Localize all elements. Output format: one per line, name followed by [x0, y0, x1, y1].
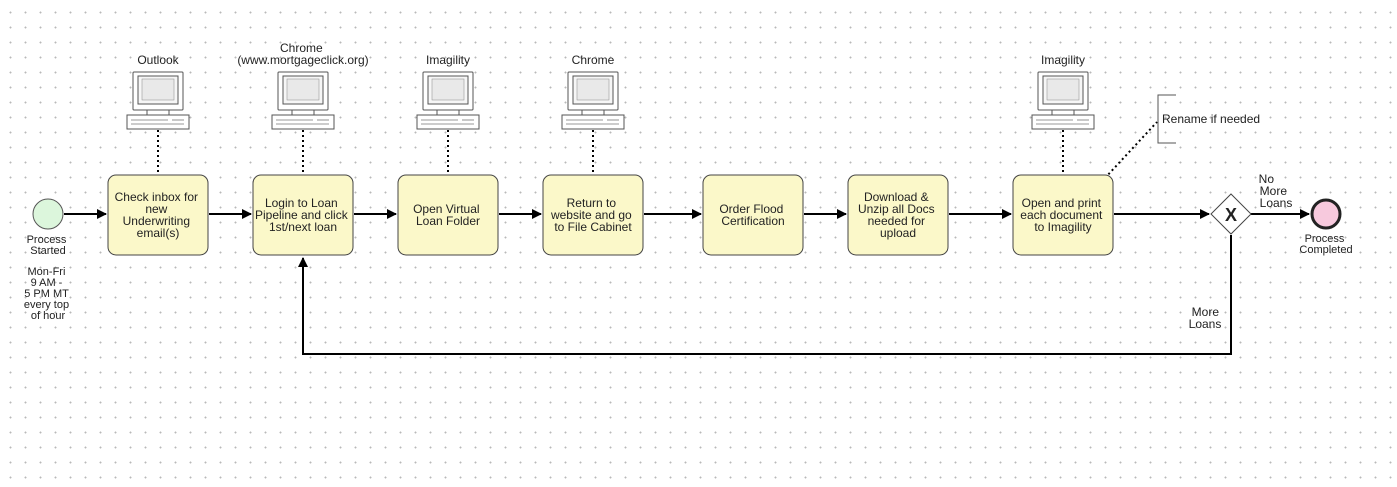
- start-schedule-note: Mon-Fri 9 AM - 5 PM MT every top of hour: [24, 266, 72, 322]
- exclusive-gateway-icon: X: [1225, 205, 1237, 225]
- start-label-line: Process: [27, 234, 67, 246]
- sequence-flows: [64, 209, 1310, 355]
- system-label: Chrome: [280, 41, 323, 55]
- schedule-line: every top: [24, 299, 69, 311]
- task-label-line: Check inbox for: [115, 190, 198, 204]
- start-event[interactable]: Process Started Mon-Fri 9 AM - 5 PM MT e…: [24, 198, 72, 322]
- computer-icon: [561, 71, 625, 130]
- system-chrome[interactable]: Chrome: [561, 53, 625, 130]
- svg-text:Outlook: Outlook: [137, 53, 179, 67]
- svg-text:Order Flood Certificatio: Order Flood Certification: [719, 202, 786, 228]
- start-event-label: Process Started: [27, 234, 70, 257]
- annotation-rename[interactable]: Rename if needed: [1157, 94, 1260, 144]
- system-label: Imagility: [1041, 53, 1085, 67]
- svg-text:Imagility: Imagility: [426, 53, 470, 67]
- computer-icon: [1031, 71, 1095, 130]
- schedule-line: Mon-Fri: [28, 266, 66, 278]
- gateway-no-branch-label: No More Loans: [1259, 172, 1293, 210]
- start-label-line: Started: [30, 245, 65, 257]
- task-download-unzip-docs[interactable]: Download & Unzip all Docs needed for upl…: [847, 174, 949, 256]
- task-return-to-website[interactable]: Return to website and go to File Cabinet: [542, 174, 644, 256]
- system-chrome-mortgageclick[interactable]: Chrome (www.mortgageclick.org): [237, 41, 369, 130]
- svg-text:Imagility: Imagility: [1041, 53, 1085, 67]
- task-label-line: Open Virtual: [413, 202, 480, 216]
- computer-icon: [271, 71, 335, 130]
- svg-text:Login to Loan Pipeline a: Login to Loan Pipeline and click 1st/nex…: [255, 196, 351, 234]
- task-label-line: new: [145, 202, 167, 216]
- task-label-line: website and go: [550, 208, 632, 222]
- schedule-line: 9 AM -: [31, 277, 63, 289]
- svg-text:Return to website and go: Return to website and go to File Cabinet: [550, 196, 635, 234]
- svg-text:Chrome (www.mortgageclic: Chrome (www.mortgageclick.org): [237, 41, 368, 67]
- exclusive-gateway[interactable]: X No More Loans More Loans: [1189, 172, 1293, 331]
- system-outlook[interactable]: Outlook: [126, 53, 190, 130]
- system-url: (www.mortgageclick.org): [237, 53, 368, 67]
- task-open-print-documents[interactable]: Open and print each document to Imagilit…: [1012, 174, 1114, 256]
- task-open-virtual-loan-folder[interactable]: Open Virtual Loan Folder: [397, 174, 499, 256]
- task-label-line: Open and print: [1022, 196, 1102, 210]
- annotation-text: Rename if needed: [1162, 112, 1260, 126]
- branch-label-line: More: [1260, 184, 1288, 198]
- task-label-line: Certification: [721, 214, 784, 228]
- schedule-line: of hour: [31, 310, 66, 322]
- task-label-line: Return to: [567, 196, 617, 210]
- task-label-line: email(s): [137, 226, 180, 240]
- task-label-line: Login to Loan: [265, 196, 338, 210]
- task-label-line: each document: [1020, 208, 1103, 222]
- svg-text:Check inbox for new: Check inbox for new Underwriting email(s…: [115, 190, 202, 240]
- task-login-loan-pipeline[interactable]: Login to Loan Pipeline and click 1st/nex…: [252, 174, 354, 256]
- system-imagility[interactable]: Imagility: [416, 53, 480, 130]
- task-label-line: Download &: [864, 190, 929, 204]
- task-check-inbox[interactable]: Check inbox for new Underwriting email(s…: [107, 174, 209, 256]
- branch-label-line: No: [1259, 172, 1275, 186]
- branch-label-line: Loans: [1189, 317, 1222, 331]
- task-label-line: Underwriting: [123, 214, 190, 228]
- end-event[interactable]: Process Completed: [1299, 198, 1353, 256]
- task-order-flood-certification[interactable]: Order Flood Certification: [702, 174, 804, 256]
- svg-text:Open Virtual Loan Folder: Open Virtual Loan Folder: [413, 202, 483, 228]
- system-label: Outlook: [137, 53, 179, 67]
- system-imagility-print[interactable]: Imagility: [1031, 53, 1095, 130]
- gateway-more-loans-label: More Loans: [1189, 305, 1223, 331]
- svg-text:Chrome: Chrome: [572, 53, 615, 67]
- task-label-line: to Imagility: [1034, 220, 1091, 234]
- task-label-line: Unzip all Docs: [858, 202, 935, 216]
- computer-icon: [416, 71, 480, 130]
- task-label-line: Pipeline and click: [255, 208, 349, 222]
- end-label-line: Completed: [1299, 244, 1352, 256]
- task-label-line: to File Cabinet: [554, 220, 632, 234]
- task-label-line: needed for: [868, 214, 925, 228]
- task-label-line: Loan Folder: [416, 214, 480, 228]
- end-event-label: Process Completed: [1299, 233, 1352, 256]
- schedule-line: 5 PM MT: [24, 288, 69, 300]
- task-label-line: 1st/next loan: [269, 220, 337, 234]
- association-lines: [157, 121, 1158, 179]
- end-label-line: Process: [1305, 233, 1345, 245]
- branch-label-line: More: [1192, 305, 1220, 319]
- system-label: Chrome: [572, 53, 615, 67]
- svg-text:Download & Unzip all Doc: Download & Unzip all Docs needed for upl…: [858, 190, 938, 240]
- task-label-line: Order Flood: [719, 202, 783, 216]
- branch-label-line: Loans: [1260, 196, 1293, 210]
- system-label: Imagility: [426, 53, 470, 67]
- task-label-line: upload: [880, 226, 916, 240]
- svg-text:Open and print each docu: Open and print each document to Imagilit…: [1020, 196, 1105, 234]
- computer-icon: [126, 71, 190, 130]
